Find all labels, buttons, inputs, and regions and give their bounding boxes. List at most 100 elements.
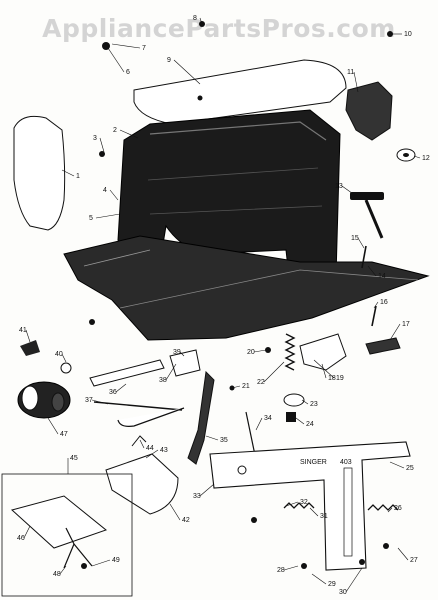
part-18: [299, 333, 347, 371]
callout-13: 13: [335, 183, 343, 190]
leader-47: [47, 417, 59, 435]
part-thumb-screw: [350, 192, 384, 239]
callout-31: 31: [320, 513, 328, 520]
callout-30: 30: [339, 589, 347, 596]
leader-42: [169, 503, 181, 521]
callout-10: 10: [404, 31, 412, 38]
leader-25: [389, 461, 405, 469]
leader-37: [91, 399, 109, 405]
part-36: [89, 359, 165, 387]
callout-15: 15: [351, 235, 359, 242]
callout-47: 47: [60, 431, 68, 438]
leader-34: [255, 417, 263, 431]
callout-35: 35: [220, 437, 228, 444]
leader-2: [119, 129, 139, 139]
part-top-cover: [133, 59, 347, 125]
leader-22: [263, 361, 285, 383]
part-lever-35: [187, 370, 215, 465]
leader-9: [173, 59, 201, 85]
part-machine-bed: [63, 235, 430, 341]
leader-20: [253, 349, 267, 353]
callout-20: 20: [247, 349, 255, 356]
callout-26: 26: [394, 505, 402, 512]
leader-38: [165, 363, 177, 381]
callout-11: 11: [347, 69, 354, 76]
part-46-plate: [10, 495, 108, 549]
callout-9: 9: [167, 57, 171, 64]
callout-5: 5: [89, 215, 93, 222]
leader-31: [309, 507, 319, 517]
leader-46: [23, 525, 31, 539]
leader-16: [373, 301, 379, 309]
leader-11: [353, 71, 359, 93]
callout-25: 25: [406, 465, 414, 472]
part-39: [169, 349, 201, 377]
part-17: [365, 337, 401, 355]
leader-36: [115, 383, 127, 393]
leader-30: [345, 567, 363, 593]
callout-37: 37: [85, 397, 93, 404]
part-40: [60, 362, 72, 374]
leader-26: [387, 507, 393, 513]
callout-14: 14: [378, 273, 386, 280]
leader-44: [139, 439, 145, 449]
callout-43: 43: [160, 447, 168, 454]
callout-33: 33: [193, 493, 201, 500]
callout-22: 22: [257, 379, 265, 386]
inset-box: [1, 473, 133, 597]
leader-33: [199, 483, 215, 497]
leader-40: [61, 353, 67, 363]
leader-29: [311, 573, 327, 585]
callout-46: 46: [17, 535, 25, 542]
leader-23: [301, 399, 309, 405]
part-spring-22: [284, 333, 296, 371]
leader-4: [109, 189, 119, 201]
part-48-stand: [63, 527, 93, 569]
leader-lines: [23, 17, 421, 593]
callout-2: 2: [113, 127, 117, 134]
leader-41: [25, 329, 31, 343]
leader-21: [231, 385, 241, 389]
leader-15: [357, 237, 365, 249]
callout-16: 16: [380, 299, 388, 306]
leader-39: [179, 351, 185, 357]
leader-35: [205, 435, 219, 441]
callout-17: 17: [402, 321, 410, 328]
callout-38: 38: [159, 377, 167, 384]
callout-4: 4: [103, 187, 107, 194]
part-motor-47: [17, 381, 71, 419]
leader-32: [285, 501, 299, 507]
callout-24: 24: [306, 421, 314, 428]
leader-24: [295, 417, 305, 425]
callout-28: 28: [277, 567, 285, 574]
callout-18: 18: [328, 375, 336, 382]
leader-1: [61, 169, 75, 177]
leader-43: [145, 449, 159, 459]
parts-layer: [1, 21, 430, 597]
callout-32: 32: [300, 499, 308, 506]
callout-1: 1: [76, 173, 80, 180]
part-42-plate: [105, 453, 179, 515]
part-slide-plate: [209, 441, 411, 571]
callout-42: 42: [182, 517, 190, 524]
leader-5: [95, 213, 121, 219]
leader-19: [313, 359, 335, 379]
leader-49: [91, 559, 111, 567]
plate-model-text: 403: [340, 459, 352, 466]
plate-brand-text: SINGER: [300, 459, 327, 466]
leader-48: [59, 565, 67, 575]
part-side-cover: [13, 115, 66, 231]
callout-36: 36: [109, 389, 117, 396]
leader-27: [397, 547, 409, 561]
leader-17: [389, 323, 401, 341]
leader-18: [321, 363, 327, 379]
callout-8: 8: [193, 15, 197, 22]
part-41: [20, 340, 40, 356]
callout-3: 3: [93, 135, 97, 142]
callout-29: 29: [328, 581, 336, 588]
callout-23: 23: [310, 401, 318, 408]
callout-19: 19: [336, 375, 344, 382]
